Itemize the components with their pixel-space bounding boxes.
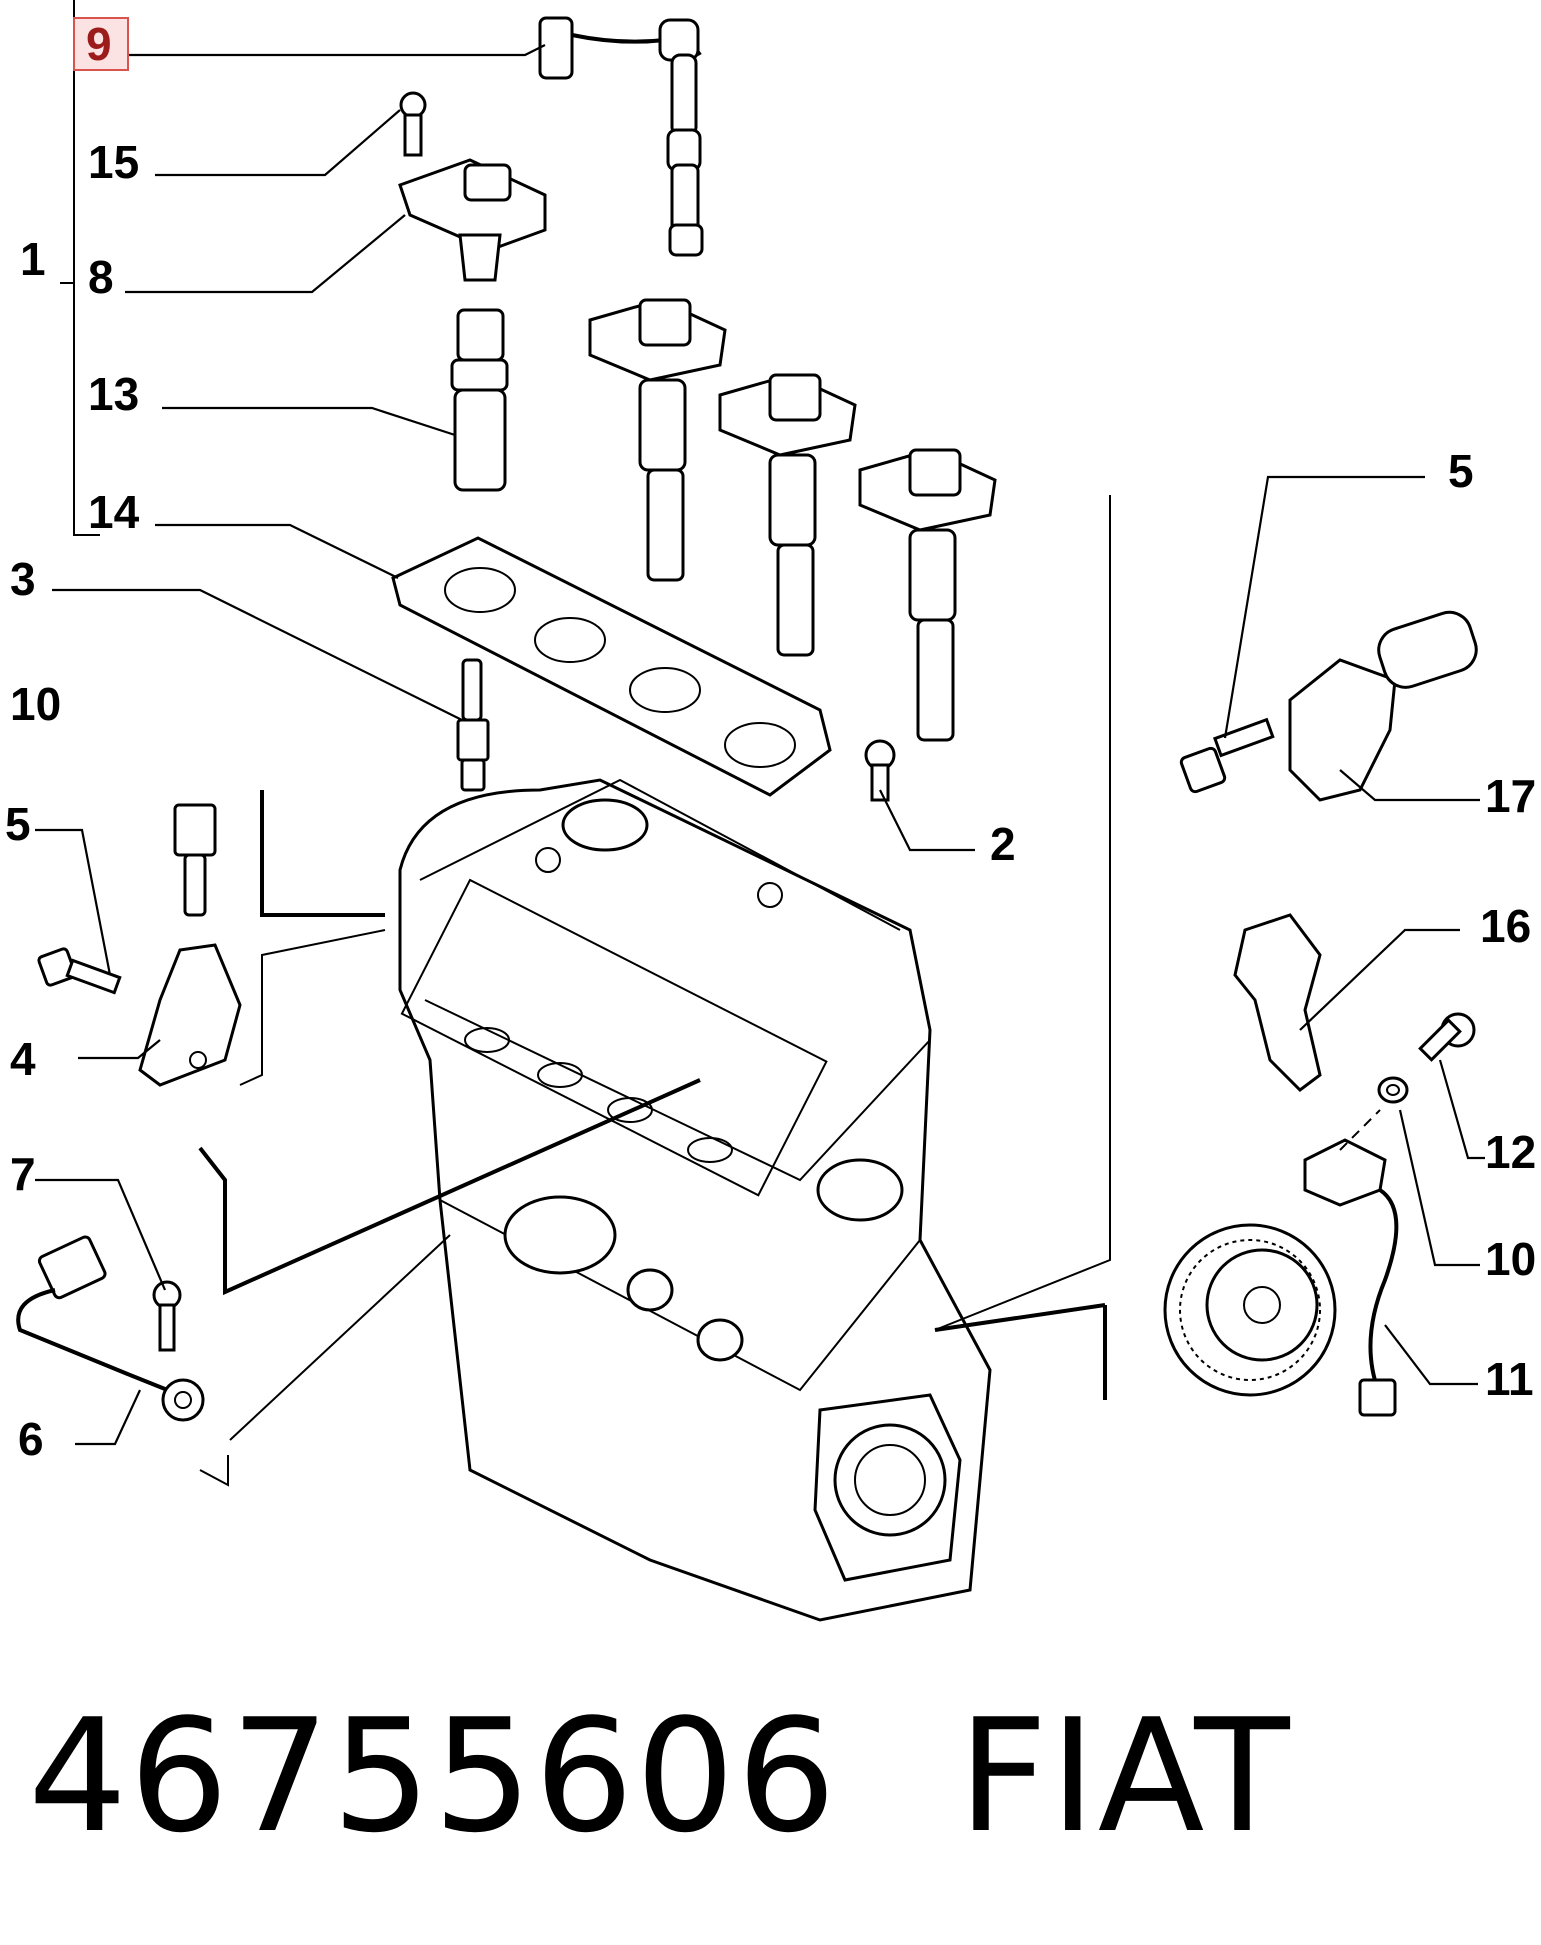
bracket-16 <box>1233 913 1322 1092</box>
coil-c <box>858 448 997 742</box>
gasket-14 <box>391 536 832 797</box>
callout-15: 15 <box>88 136 139 188</box>
speed-sensor-11 <box>1303 1109 1399 1417</box>
callout-2: 2 <box>990 818 1016 870</box>
callout-numbers: 9 15 1 8 13 14 3 10 5 4 7 6 5 17 2 16 12… <box>5 18 1536 1465</box>
coil-boot-13 <box>450 308 509 492</box>
coil-row <box>588 298 997 742</box>
group-bracket <box>60 0 100 536</box>
callout-1: 1 <box>20 233 46 285</box>
screw-2 <box>864 739 896 802</box>
screw-15 <box>399 91 427 157</box>
sensor-17 <box>1288 610 1478 802</box>
callout-11: 11 <box>1485 1353 1534 1405</box>
coil-b <box>718 373 857 657</box>
callout-14: 14 <box>88 486 140 538</box>
callout-7: 7 <box>10 1148 36 1200</box>
engine-block <box>398 778 992 1622</box>
brand-name: FIAT <box>958 1685 1292 1867</box>
callout-10-right: 10 <box>1485 1233 1536 1285</box>
callout-5-right: 5 <box>1448 445 1474 497</box>
highlight-box <box>73 17 129 71</box>
callout-8: 8 <box>88 251 114 303</box>
callout-3: 3 <box>10 553 36 605</box>
tone-wheel-gear <box>1163 1223 1337 1397</box>
washer-10 <box>1377 1076 1409 1104</box>
part-number: 46755606 <box>28 1685 839 1867</box>
callout-16: 16 <box>1480 900 1531 952</box>
ignition-coil-8 <box>398 158 547 282</box>
coil-a <box>588 298 727 582</box>
leader-lines <box>35 44 1485 1446</box>
callout-10-left: 10 <box>10 678 61 730</box>
bolt-5-left <box>37 947 122 995</box>
screw-12 <box>1418 1012 1476 1062</box>
bolt-5-right <box>1179 717 1275 794</box>
knock-sensor-6 <box>16 1235 205 1422</box>
callout-13: 13 <box>88 368 139 420</box>
guide-lines <box>198 495 1111 1487</box>
callout-17: 17 <box>1485 770 1536 822</box>
spark-plug-3 <box>456 658 490 792</box>
callout-12: 12 <box>1485 1126 1536 1178</box>
callout-6: 6 <box>18 1413 44 1465</box>
cam-sensor-4 <box>138 803 242 1087</box>
part-caption: 46755606 FIAT <box>28 1685 1292 1867</box>
screw-7 <box>152 1280 182 1352</box>
ignition-lead <box>538 16 704 257</box>
callout-4: 4 <box>10 1033 36 1085</box>
callout-5-left: 5 <box>5 798 31 850</box>
callout-9: 9 <box>86 18 112 70</box>
